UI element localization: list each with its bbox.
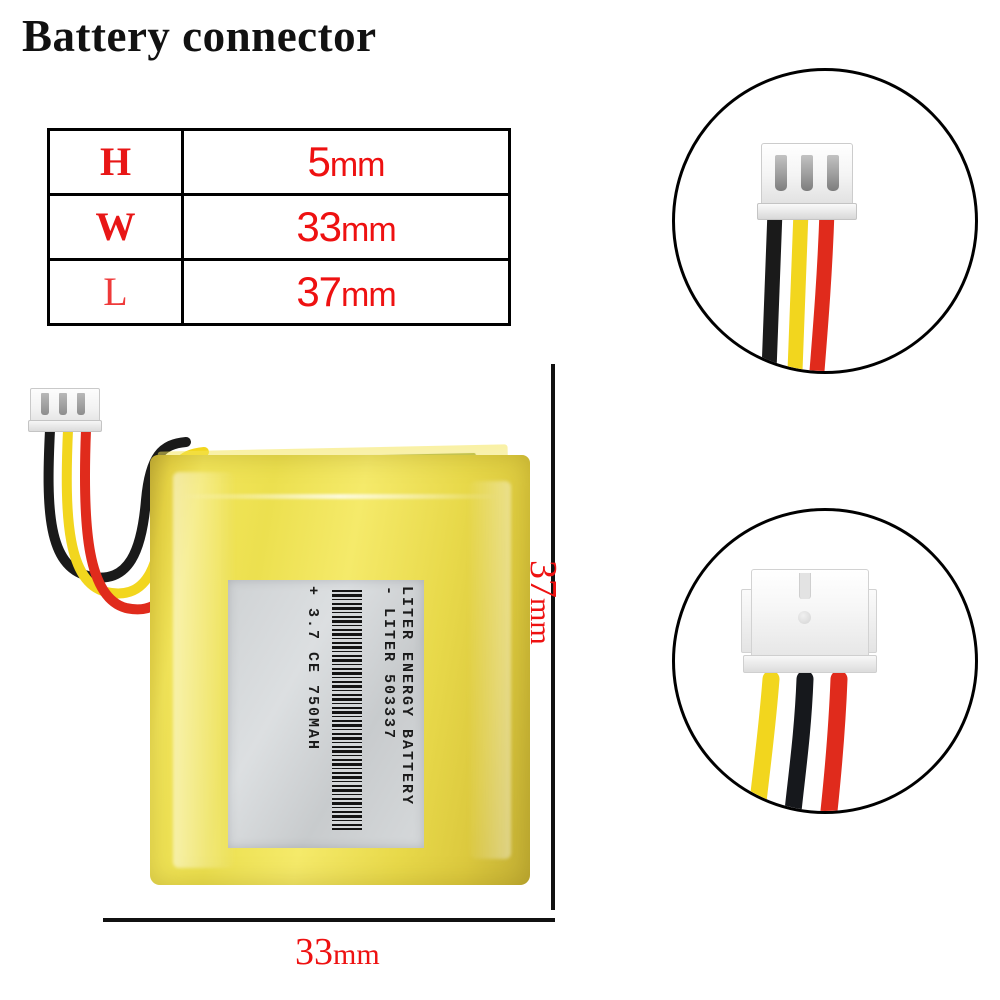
housing-dimple [798,611,811,624]
connector-housing-detail-circle [672,508,978,814]
callout-top-wires [761,203,835,371]
horizontal-dimension-label: 33mm [295,931,380,973]
spec-label-h: H [99,139,132,184]
vertical-dimension-line [551,364,555,910]
connector-pins-detail-circle [672,68,978,374]
spec-unit-w: mm [341,211,397,249]
foil-highlight-left [172,472,234,868]
battery-pack-photo: LITER ENERGY BATTERY - LITER 503337 + 3.… [10,370,540,910]
table-cell-label: H [47,128,184,196]
plug-pin-1 [41,393,49,415]
table-cell-value: 37mm [181,258,511,326]
table-cell-value: 33mm [181,193,511,261]
plug-pin-2 [801,155,813,191]
spec-unit-l: mm [341,276,397,314]
connector-housing-front [741,569,877,687]
housing-notch [799,573,811,599]
foil-highlight-right [469,480,511,860]
foil-crease [180,493,500,499]
spec-value-w: 33mm [296,203,397,250]
plug-flange [28,420,102,432]
horizontal-dimension-line [103,918,555,922]
table-cell-label: L [47,258,184,326]
plug-pin-3 [827,155,839,191]
table-cell-label: W [47,193,184,261]
plug-pin-3 [77,393,85,415]
spec-value-h: 5mm [307,138,386,185]
plug-pin-1 [775,155,787,191]
battery-label-text: LITER ENERGY BATTERY [398,586,415,807]
specification-table: H 5mm W 33mm L 37mm [47,128,511,326]
spec-value-l: 37mm [296,268,397,315]
table-row: W 33mm [47,193,511,261]
table-row: H 5mm [47,128,511,196]
plug-flange [757,203,857,220]
callout-bottom-wires [748,670,848,811]
page-title: Battery connector [22,11,377,61]
spec-label-l: L [103,269,128,314]
battery-label-text: - LITER 503337 [380,586,397,741]
plug-pin-2 [59,393,67,415]
battery-spec-label: LITER ENERGY BATTERY - LITER 503337 + 3.… [228,580,424,848]
spec-label-w: W [95,204,136,249]
table-cell-value: 5mm [181,128,511,196]
connector-plug-large [757,143,861,221]
table-row: L 37mm [47,258,511,326]
barcode [332,590,362,830]
spec-unit-h: mm [329,146,386,184]
battery-label-text: + 3.7 CE 750MAH [304,586,321,752]
battery-connector-plug [28,382,104,434]
housing-base [743,655,877,673]
lipo-cell-body: LITER ENERGY BATTERY - LITER 503337 + 3.… [150,455,530,885]
